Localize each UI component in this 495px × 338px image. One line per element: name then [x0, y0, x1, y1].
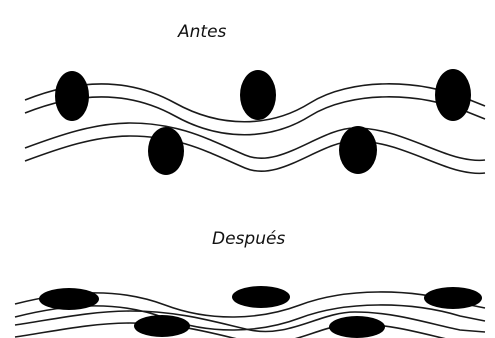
before-particle: [435, 69, 471, 121]
after-particle: [232, 286, 290, 308]
before-particle: [55, 71, 89, 121]
after-particle: [39, 288, 99, 310]
before-panel: [25, 69, 485, 175]
before-particle: [240, 70, 276, 120]
after-particle: [134, 315, 190, 337]
before-caption: Antes: [177, 22, 227, 42]
before-particle: [339, 126, 377, 174]
before-particle: [148, 127, 184, 175]
after-particle: [329, 316, 385, 338]
after-panel: [15, 286, 485, 338]
after-particle: [424, 287, 482, 309]
after-caption: Después: [212, 229, 285, 249]
